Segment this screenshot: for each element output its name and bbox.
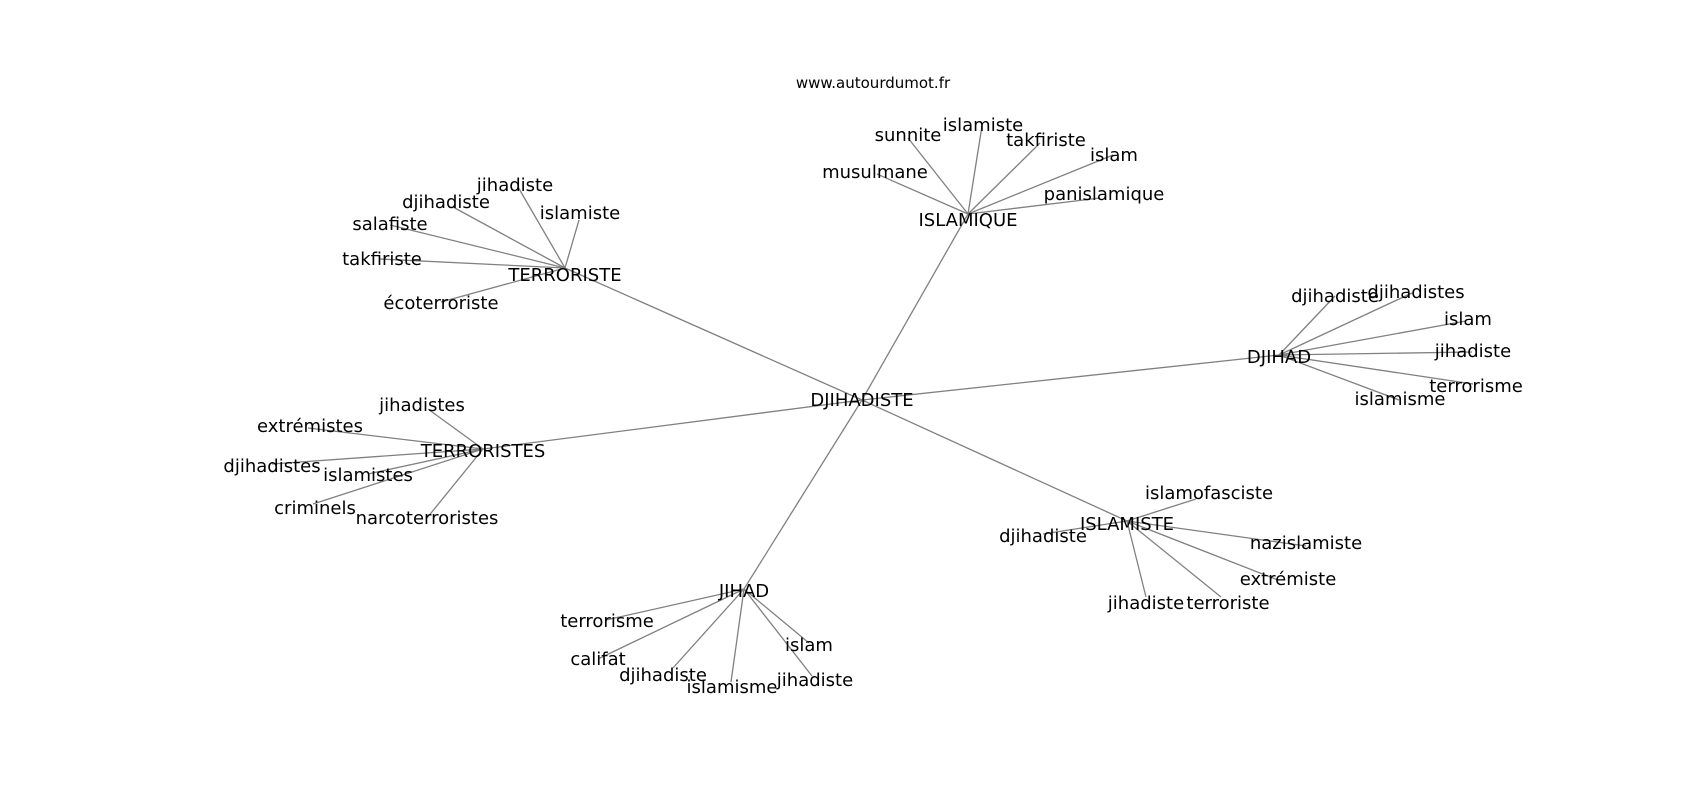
edge-hub-leaf	[427, 408, 484, 450]
hub-node: TERRORISTE	[507, 265, 621, 286]
edge-hub-leaf	[743, 588, 810, 644]
leaf-node: extrémiste	[1240, 569, 1337, 590]
leaf-node: terrorisme	[560, 611, 654, 632]
edge-hub-leaf	[730, 588, 745, 683]
leaf-node: djihadistes	[1367, 282, 1464, 303]
leaf-node: sunnite	[875, 125, 942, 146]
edge-hub-leaf	[1278, 354, 1400, 401]
leaf-node: panislamique	[1044, 184, 1165, 205]
edge-hub-leaf	[1278, 351, 1473, 356]
edge-hub-leaf	[440, 267, 566, 303]
edge-center-hub	[482, 399, 863, 450]
leaf-node: djihadiste	[402, 192, 490, 213]
hub-node: TERRORISTES	[420, 441, 546, 462]
leaf-node: jihadiste	[776, 670, 853, 691]
edge-hub-leaf	[597, 588, 745, 660]
leaf-node: salafiste	[352, 214, 427, 235]
source-url: www.autourdumot.fr	[796, 74, 951, 92]
edge-hub-leaf	[876, 173, 969, 215]
leaf-node: islamisme	[687, 677, 778, 698]
edge-hub-leaf	[672, 588, 745, 669]
leaf-node: narcoterroristes	[356, 508, 499, 529]
leaf-node: islamiste	[540, 203, 620, 224]
edge-hub-leaf	[1278, 292, 1413, 356]
center-node: DJIHADISTE	[810, 390, 913, 411]
edge-hub-leaf	[1278, 295, 1336, 356]
leaf-node: djihadiste	[999, 526, 1087, 547]
leaf-node: djihadiste	[619, 665, 707, 686]
edge-hub-leaf	[743, 588, 813, 677]
leaf-node: califat	[570, 649, 625, 670]
edge-hub-leaf	[907, 137, 969, 215]
edge-hub-leaf	[426, 448, 484, 519]
leaf-node: écoterroriste	[383, 293, 498, 314]
leaf-node: islam	[785, 635, 833, 656]
edge-hub-leaf	[389, 224, 566, 269]
leaf-node: islam	[1090, 145, 1138, 166]
edge-hub-leaf	[517, 186, 566, 269]
leaf-node: extrémistes	[257, 416, 363, 437]
edge-hub-leaf	[367, 448, 484, 475]
hub-node: ISLAMISTE	[1080, 514, 1174, 535]
edges	[271, 125, 1474, 683]
edge-center-hub	[861, 354, 1280, 401]
edge-hub-leaf	[1126, 520, 1147, 598]
edge-center-hub	[861, 213, 969, 401]
edge-hub-leaf	[967, 154, 1114, 215]
edge-center-hub	[564, 267, 863, 401]
leaf-node: terroriste	[1186, 593, 1269, 614]
hub-node: DJIHAD	[1247, 347, 1311, 368]
edge-center-hub	[861, 399, 1128, 522]
leaf-node: criminels	[274, 498, 356, 519]
leaf-node: islam	[1444, 309, 1492, 330]
leaf-node: jihadistes	[378, 395, 465, 416]
leaf-node: jihadiste	[1107, 593, 1184, 614]
edge-hub-leaf	[605, 588, 745, 621]
leaf-node: islamofasciste	[1145, 483, 1273, 504]
edge-hub-leaf	[1126, 520, 1222, 598]
labels: www.autourdumot.fr DJIHADISTE jihadisted…	[223, 74, 1522, 698]
edge-hub-leaf	[1126, 520, 1307, 547]
leaf-node: djihadiste	[1291, 286, 1379, 307]
edge-hub-leaf	[967, 197, 1101, 215]
leaf-node: takfiriste	[342, 249, 422, 270]
edge-hub-leaf	[1042, 520, 1128, 535]
leaf-node: islamisme	[1355, 389, 1446, 410]
edge-hub-leaf	[379, 258, 566, 269]
leaf-node: musulmane	[822, 162, 928, 183]
leaf-node: takfiriste	[1006, 130, 1086, 151]
hub-node: JIHAD	[718, 581, 769, 602]
edge-hub-leaf	[452, 206, 566, 269]
edge-hub-leaf	[1278, 354, 1474, 385]
edge-center-hub	[743, 399, 863, 590]
leaf-node: jihadiste	[1434, 341, 1511, 362]
leaf-node: djihadistes	[223, 456, 320, 477]
hub-node: ISLAMIQUE	[918, 210, 1017, 231]
leaf-node: terrorisme	[1429, 376, 1523, 397]
edge-hub-leaf	[564, 219, 580, 269]
edge-hub-leaf	[307, 427, 484, 450]
leaf-node: islamistes	[323, 465, 413, 486]
edge-hub-leaf	[967, 125, 983, 215]
edge-hub-leaf	[1126, 498, 1197, 522]
edge-hub-leaf	[312, 448, 484, 505]
leaf-node: jihadiste	[476, 175, 553, 196]
edge-hub-leaf	[271, 448, 484, 465]
edge-hub-leaf	[1126, 520, 1279, 581]
edge-hub-leaf	[1278, 320, 1467, 356]
edge-hub-leaf	[967, 142, 1041, 215]
leaf-node: islamiste	[943, 115, 1023, 136]
leaf-node: nazislamiste	[1250, 533, 1362, 554]
